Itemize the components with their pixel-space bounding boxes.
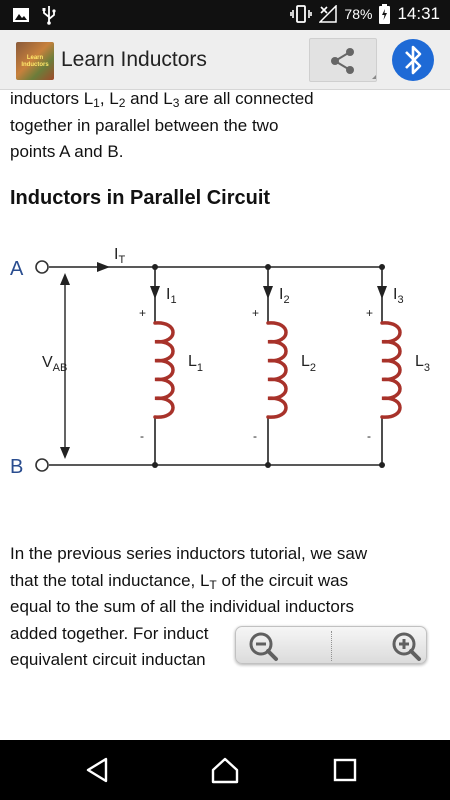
bluetooth-icon — [392, 39, 434, 81]
polarity-plus-2: + — [252, 306, 259, 320]
inductor-coil-2 — [266, 321, 288, 419]
inductor-coil-3 — [380, 321, 402, 419]
body-line-1: In the previous series inductors tutoria… — [10, 544, 368, 563]
node-b-label: B — [10, 456, 23, 478]
inductor-label-3: L3 — [415, 353, 430, 374]
branch-current-arrow-1 — [150, 286, 160, 299]
app-bar: Learn Inductors Learn Inductors — [0, 30, 450, 90]
recents-icon[interactable] — [329, 754, 361, 786]
voltage-label: VAB — [42, 354, 67, 374]
app-logo: Learn Inductors — [16, 42, 54, 80]
home-icon[interactable] — [209, 754, 241, 786]
branch-current-arrow-2 — [263, 286, 273, 299]
zoom-out-icon — [249, 632, 278, 661]
battery-percent: 78% — [344, 6, 373, 22]
section-heading: Inductors in Parallel Circuit — [10, 187, 271, 209]
branch-current-label-3: I3 — [393, 286, 404, 306]
share-button[interactable] — [309, 38, 377, 82]
branch-current-label-2: I2 — [279, 286, 290, 306]
back-icon[interactable] — [82, 754, 114, 786]
body-line-4: added together. For induct — [10, 623, 209, 643]
zoom-in-icon — [392, 632, 421, 661]
usb-icon — [42, 6, 56, 25]
app-title: Learn Inductors — [61, 48, 207, 71]
inductor-label-1: L1 — [188, 353, 203, 374]
zoom-out-button[interactable] — [236, 627, 331, 665]
body-paragraph: In the previous series inductors tutoria… — [10, 541, 440, 674]
inductor-coil-1 — [153, 321, 175, 419]
node-a-label: A — [10, 258, 24, 280]
voltage-arrow-down — [60, 447, 70, 459]
zoom-in-button[interactable] — [332, 627, 427, 665]
voltage-arrow-up — [60, 273, 70, 285]
terminal-a — [35, 260, 49, 274]
polarity-minus-2: - — [253, 429, 257, 443]
zoom-divider — [331, 631, 332, 661]
intro-line-1: inductors L1, L2 and L3 are all connecte… — [10, 90, 314, 110]
branch-current-label-1: I1 — [166, 286, 177, 306]
share-icon — [331, 48, 376, 79]
status-bar: 78% 14:31 — [0, 0, 450, 30]
body-line-5: equivalent circuit inductan — [10, 650, 206, 669]
zoom-control — [235, 626, 427, 664]
branch-current-arrow-3 — [377, 286, 387, 299]
article-content: inductors L1, L2 and L3 are all connecte… — [0, 90, 450, 680]
intro-line-2: together in parallel between the two — [10, 115, 279, 135]
clock: 14:31 — [397, 4, 440, 23]
no-signal-icon — [319, 5, 338, 23]
navigation-bar — [0, 740, 450, 800]
intro-paragraph: inductors L1, L2 and L3 are all connecte… — [10, 90, 440, 166]
body-line-2: that the total inductance, LT of the cir… — [10, 570, 349, 592]
current-total-arrow — [97, 262, 110, 272]
polarity-minus-1: - — [140, 429, 144, 443]
intro-line-3: points A and B. — [10, 142, 124, 161]
inductor-label-2: L2 — [301, 353, 316, 374]
bluetooth-button[interactable] — [384, 36, 442, 84]
image-icon — [13, 8, 29, 22]
polarity-minus-3: - — [367, 429, 371, 443]
body-line-3: equal to the sum of all the individual i… — [10, 597, 354, 616]
terminal-b — [35, 458, 49, 472]
app-logo-text: Learn Inductors — [21, 55, 49, 68]
polarity-plus-3: + — [366, 306, 373, 320]
polarity-plus-1: + — [139, 306, 146, 320]
vibrate-icon — [290, 5, 313, 23]
current-total-label: IT — [114, 246, 125, 266]
battery-charging-icon — [379, 4, 391, 24]
